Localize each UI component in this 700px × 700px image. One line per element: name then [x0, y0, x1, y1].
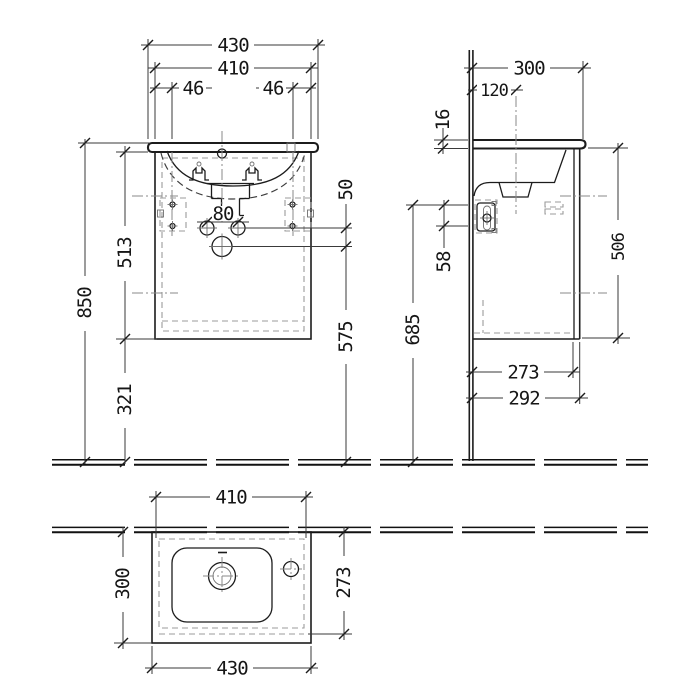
plan-bowl — [171, 547, 273, 623]
dim-front-outlet-height: 575 — [335, 321, 357, 352]
plan-drain — [203, 557, 241, 595]
dim-side-fixing-height: 685 — [402, 314, 424, 345]
front-view — [132, 131, 352, 340]
side-bowl-profile — [473, 149, 567, 197]
front-mounting-plate-left — [157, 197, 187, 232]
side-basin-top — [473, 138, 587, 150]
side-view — [468, 50, 607, 461]
dim-plan-body-width: 410 — [215, 487, 247, 509]
side-mounting-bracket — [474, 199, 498, 234]
dim-front-hole-offset: 50 — [335, 179, 357, 200]
plan-wall-line — [52, 526, 648, 534]
floor-line — [52, 456, 648, 468]
dim-front-body-width: 410 — [217, 58, 249, 80]
front-door-outline — [161, 157, 305, 332]
front-clamp-left — [189, 161, 209, 181]
dim-front-floor-clearance: 321 — [114, 384, 136, 416]
dim-plan-body-depth: 273 — [333, 567, 355, 599]
front-taphole-detail — [286, 142, 296, 153]
dim-plan-total-depth: 300 — [112, 568, 134, 600]
front-bowl-hidden — [160, 152, 306, 200]
plan-tap-hole — [280, 558, 302, 580]
dim-front-body-height: 513 — [114, 237, 136, 269]
dim-side-bracket-offset: 58 — [433, 251, 455, 272]
dim-side-total-depth: 300 — [513, 58, 545, 80]
dim-front-hole-spacing: 80 — [213, 203, 234, 225]
dim-front-fixing-left: 46 — [183, 78, 204, 100]
plan-view — [151, 531, 312, 644]
front-bowl-inner — [166, 150, 300, 187]
front-basin-top — [146, 141, 320, 154]
dim-plan-total-width: 430 — [216, 658, 248, 680]
front-clamp-right — [242, 161, 262, 181]
side-dimensions: 300 120 16 58 685 506 273 — [402, 58, 630, 464]
dim-side-top-thickness: 16 — [432, 109, 454, 130]
front-mounting-plate-right — [284, 197, 314, 232]
dim-front-total-width: 430 — [217, 35, 249, 57]
front-dimensions: 430 410 46 46 850 513 321 — [74, 35, 357, 464]
dim-side-drain-axis: 120 — [480, 81, 508, 101]
plan-dimensions: 410 300 273 430 — [112, 487, 355, 680]
dim-side-body-depth: 273 — [507, 362, 539, 384]
front-cabinet-body — [154, 151, 312, 340]
plan-cabinet-body — [158, 538, 305, 629]
dim-side-depth-with-door: 292 — [508, 388, 539, 410]
dim-front-total-height: 850 — [74, 287, 96, 319]
dim-front-fixing-right: 46 — [263, 78, 284, 100]
side-hinge-hidden — [544, 201, 564, 208]
plan-basin-top — [151, 531, 312, 644]
dim-side-body-height: 506 — [609, 232, 629, 260]
